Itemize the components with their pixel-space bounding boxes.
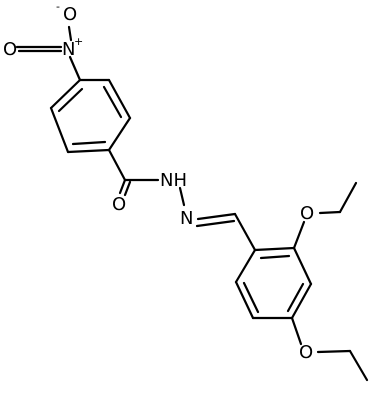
atom-carbonyl-oxygen: O: [112, 194, 126, 215]
bond-n-ch-2: [195, 219, 236, 228]
bond-ring-o-lower: [290, 316, 303, 346]
bond-n-o-top: [67, 25, 73, 42]
bond-c-o-2: [123, 180, 132, 197]
bond-o-ch2-upper: [318, 210, 342, 215]
bond-ring2-a: [234, 248, 257, 284]
bond-ring1-d: [107, 116, 132, 152]
bond-ch2-ch3-lower: [348, 349, 369, 382]
bond-ring-o-upper: [292, 220, 306, 250]
bond-ring1-a-inner: [57, 87, 84, 113]
atom-nitro-oxygen-left: O: [3, 39, 17, 60]
bond-n-ring: [68, 55, 82, 82]
bond-ring-carbonyl: [107, 148, 127, 182]
bond-ring1-c: [66, 148, 111, 154]
atom-nitro-nitrogen: N: [62, 39, 75, 60]
bond-ring1-c-inner: [71, 140, 107, 146]
bond-nh-n: [178, 186, 186, 207]
bond-n-ch-1: [196, 212, 237, 221]
bond-ring1-b: [49, 106, 70, 154]
bond-ring2-f-inner: [259, 254, 291, 260]
bond-o-ch2-lower: [316, 349, 352, 354]
atom-amide-nh: NH: [160, 170, 187, 191]
charge-nitro-oxygen: -: [56, 0, 60, 13]
bond-ring2-b: [234, 280, 255, 320]
bond-ring2-f: [253, 246, 296, 252]
bond-ring2-e: [292, 246, 313, 286]
bond-ring2-d-inner: [286, 282, 305, 313]
bond-ring1-e-inner: [102, 85, 123, 119]
bonds: [15, 25, 369, 382]
bond-ring2-b-inner: [242, 281, 260, 314]
bond-ring1-e: [107, 78, 132, 120]
bond-ring1-a: [49, 78, 82, 110]
bond-c-o-1: [118, 178, 127, 195]
bond-ch2-ch3-upper: [338, 181, 358, 214]
atom-nitro-oxygen-top: O: [63, 4, 77, 25]
atom-ether-oxygen-upper: O: [300, 203, 314, 224]
atom-labels: O - N + O O NH N O O: [3, 0, 314, 363]
charge-nitro-nitrogen: +: [74, 35, 83, 48]
atom-ether-oxygen-lower: O: [299, 342, 313, 363]
atom-hydrazone-nitrogen: N: [180, 208, 193, 229]
bond-ring2-d: [290, 282, 313, 320]
bond-ch-ring2: [233, 212, 257, 252]
